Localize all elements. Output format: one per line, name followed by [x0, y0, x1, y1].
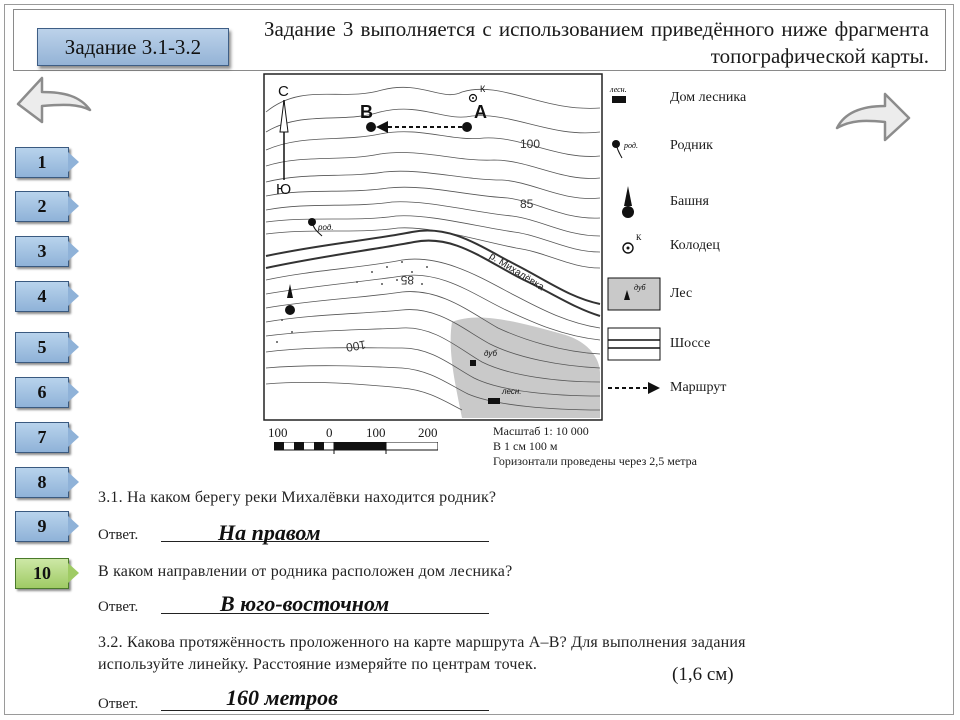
south-label: Ю	[276, 181, 291, 198]
route-arrow-icon	[608, 382, 660, 394]
answer-3: 160 метров	[226, 685, 338, 710]
svg-text:100: 100	[520, 137, 540, 151]
legend-tower: Башня	[606, 182, 709, 222]
prev-arrow-icon[interactable]	[12, 70, 96, 140]
svg-text:лесн.: лесн.	[501, 387, 522, 396]
svg-text:85: 85	[400, 273, 414, 287]
svg-text:К: К	[636, 233, 642, 242]
svg-text:дуб: дуб	[484, 349, 498, 358]
map-label-a: А	[474, 102, 487, 122]
nav-button-3[interactable]: 3	[15, 236, 79, 267]
legend-route: Маршрут	[606, 368, 726, 408]
north-label: С	[278, 83, 289, 100]
spring-icon: род.	[612, 140, 638, 159]
nav-button-8[interactable]: 8	[15, 467, 79, 498]
svg-text:лесн.: лесн.	[609, 85, 627, 94]
answer-2: В юго-восточном	[220, 591, 390, 616]
house-icon: лесн.	[609, 85, 627, 103]
legend-highway: Шоссе	[606, 324, 710, 364]
svg-text:дуб: дуб	[634, 283, 646, 292]
svg-text:100: 100	[345, 337, 367, 354]
nav-button-2[interactable]: 2	[15, 191, 79, 222]
nav-button-9[interactable]: 9	[15, 511, 79, 542]
answer-1: На правом	[218, 520, 321, 545]
legend-spring: род. Родник	[606, 126, 713, 166]
tower-icon	[622, 186, 634, 218]
legend-well: К Колодец	[606, 226, 720, 266]
question-3-2-line1: 3.2. Какова протяжённость проложенного н…	[98, 634, 746, 651]
question-direction: В каком направлении от родника расположе…	[98, 563, 513, 580]
svg-text:род.: род.	[623, 141, 638, 150]
nav-button-4[interactable]: 4	[15, 281, 79, 312]
question-3-1: 3.1. На каком берегу реки Михалёвки нахо…	[98, 489, 497, 506]
well-icon: К	[622, 233, 642, 254]
nav-button-10[interactable]: 10	[15, 558, 79, 589]
nav-button-7[interactable]: 7	[15, 422, 79, 453]
nav-button-5[interactable]: 5	[15, 332, 79, 363]
nav-button-1[interactable]: 1	[15, 147, 79, 178]
question-3-2-line2: используйте линейку. Расстояние измеряйт…	[98, 656, 538, 673]
legend-forest: дуб Лес	[606, 274, 692, 314]
slide-frame	[4, 4, 954, 715]
legend-forester-house: лесн. Дом лесника	[606, 78, 746, 118]
measurement-note: (1,6 см)	[672, 664, 734, 685]
answer-line-1: Ответ.	[98, 527, 498, 547]
svg-text:род.: род.	[317, 223, 334, 232]
topographic-map: В А К С Ю 100 85 85 100 р. Михалёвка род…	[263, 73, 603, 421]
next-arrow-icon[interactable]	[831, 88, 915, 158]
map-legend: лесн. Дом лесника род. Родник Башня К Ко…	[606, 78, 796, 408]
task-description: Задание 3 выполняется с использованием п…	[264, 17, 929, 68]
svg-text:85: 85	[520, 197, 534, 211]
forest-icon: дуб	[607, 277, 661, 311]
scale-info: Масштаб 1: 10 000 В 1 см 100 м Горизонта…	[493, 424, 697, 468]
map-label-b: В	[360, 102, 373, 122]
scale-ruler	[274, 442, 438, 454]
nav-button-6[interactable]: 6	[15, 377, 79, 408]
answer-line-2: Ответ.	[98, 599, 498, 619]
scale-bar: 100 0 100 200	[262, 425, 492, 465]
highway-icon	[607, 327, 661, 361]
svg-text:К: К	[480, 84, 486, 94]
answer-line-3: Ответ.	[98, 696, 498, 716]
task-badge: Задание 3.1-3.2	[37, 28, 229, 66]
